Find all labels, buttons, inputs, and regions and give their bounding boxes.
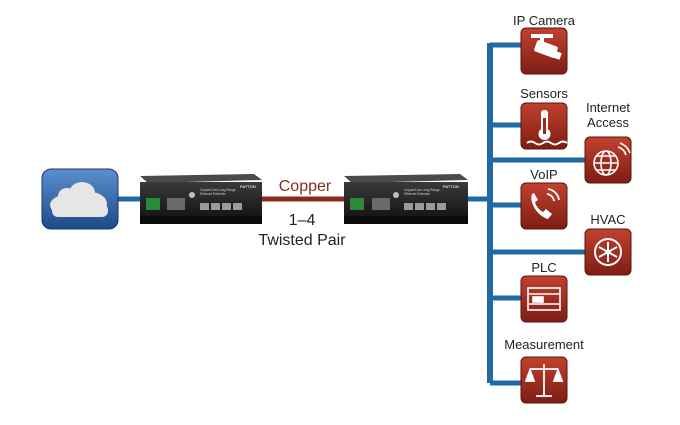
bus-branches xyxy=(490,42,585,386)
thermometer-icon xyxy=(526,110,568,146)
endpoint-plc xyxy=(520,275,568,323)
extender-device-remote: Copper/Line Long Range Ethernet Extender… xyxy=(344,174,468,224)
endpoint-label-hvac: HVAC xyxy=(590,212,625,227)
terminal-block xyxy=(350,198,364,210)
endpoint-hvac xyxy=(584,228,632,276)
cloud-tile xyxy=(41,168,119,230)
ethernet-ports xyxy=(200,203,242,210)
endpoint-voip xyxy=(520,182,568,230)
endpoint-internet-access xyxy=(584,136,632,184)
link-pairs-label: 1–4 xyxy=(289,212,316,229)
device-label: Copper/Line Long Range xyxy=(200,188,236,192)
endpoint-measurement xyxy=(520,356,568,404)
scale-icon xyxy=(524,364,564,397)
endpoint-label-voip: VoIP xyxy=(530,167,557,182)
terminal-block xyxy=(146,198,160,210)
camera-icon xyxy=(531,34,562,60)
serial-port xyxy=(167,198,185,210)
ethernet-ports xyxy=(404,203,446,210)
endpoint-sensors xyxy=(520,102,568,150)
phone-icon xyxy=(531,188,560,219)
device-label: Ethernet Extender xyxy=(404,192,431,196)
link-cable-label: Twisted Pair xyxy=(258,232,346,249)
cloud-icon xyxy=(50,182,108,217)
device-label: Ethernet Extender xyxy=(200,192,227,196)
plc-module-icon xyxy=(527,287,561,311)
endpoint-tiles xyxy=(520,27,632,404)
brand-logo: PATTON xyxy=(443,184,459,189)
endpoint-label-internet: Internet xyxy=(586,100,630,115)
serial-port xyxy=(372,198,390,210)
link-medium-label: Copper xyxy=(279,178,332,195)
globe-icon xyxy=(593,142,631,176)
device-label: Copper/Line Long Range xyxy=(404,188,440,192)
brand-logo: PATTON xyxy=(240,184,256,189)
endpoint-label-plc: PLC xyxy=(531,260,556,275)
snowflake-sun-icon xyxy=(594,238,622,266)
endpoint-label-measurement: Measurement xyxy=(504,337,584,352)
endpoint-label-ip-camera: IP Camera xyxy=(513,13,576,28)
endpoint-ip-camera xyxy=(520,27,568,75)
endpoint-label-access: Access xyxy=(587,115,629,130)
endpoint-label-sensors: Sensors xyxy=(520,86,568,101)
endpoint-labels: IP Camera Sensors Internet Access VoIP H… xyxy=(504,13,630,352)
extender-device-local: Copper/Line Long Range Ethernet Extender… xyxy=(140,174,262,224)
